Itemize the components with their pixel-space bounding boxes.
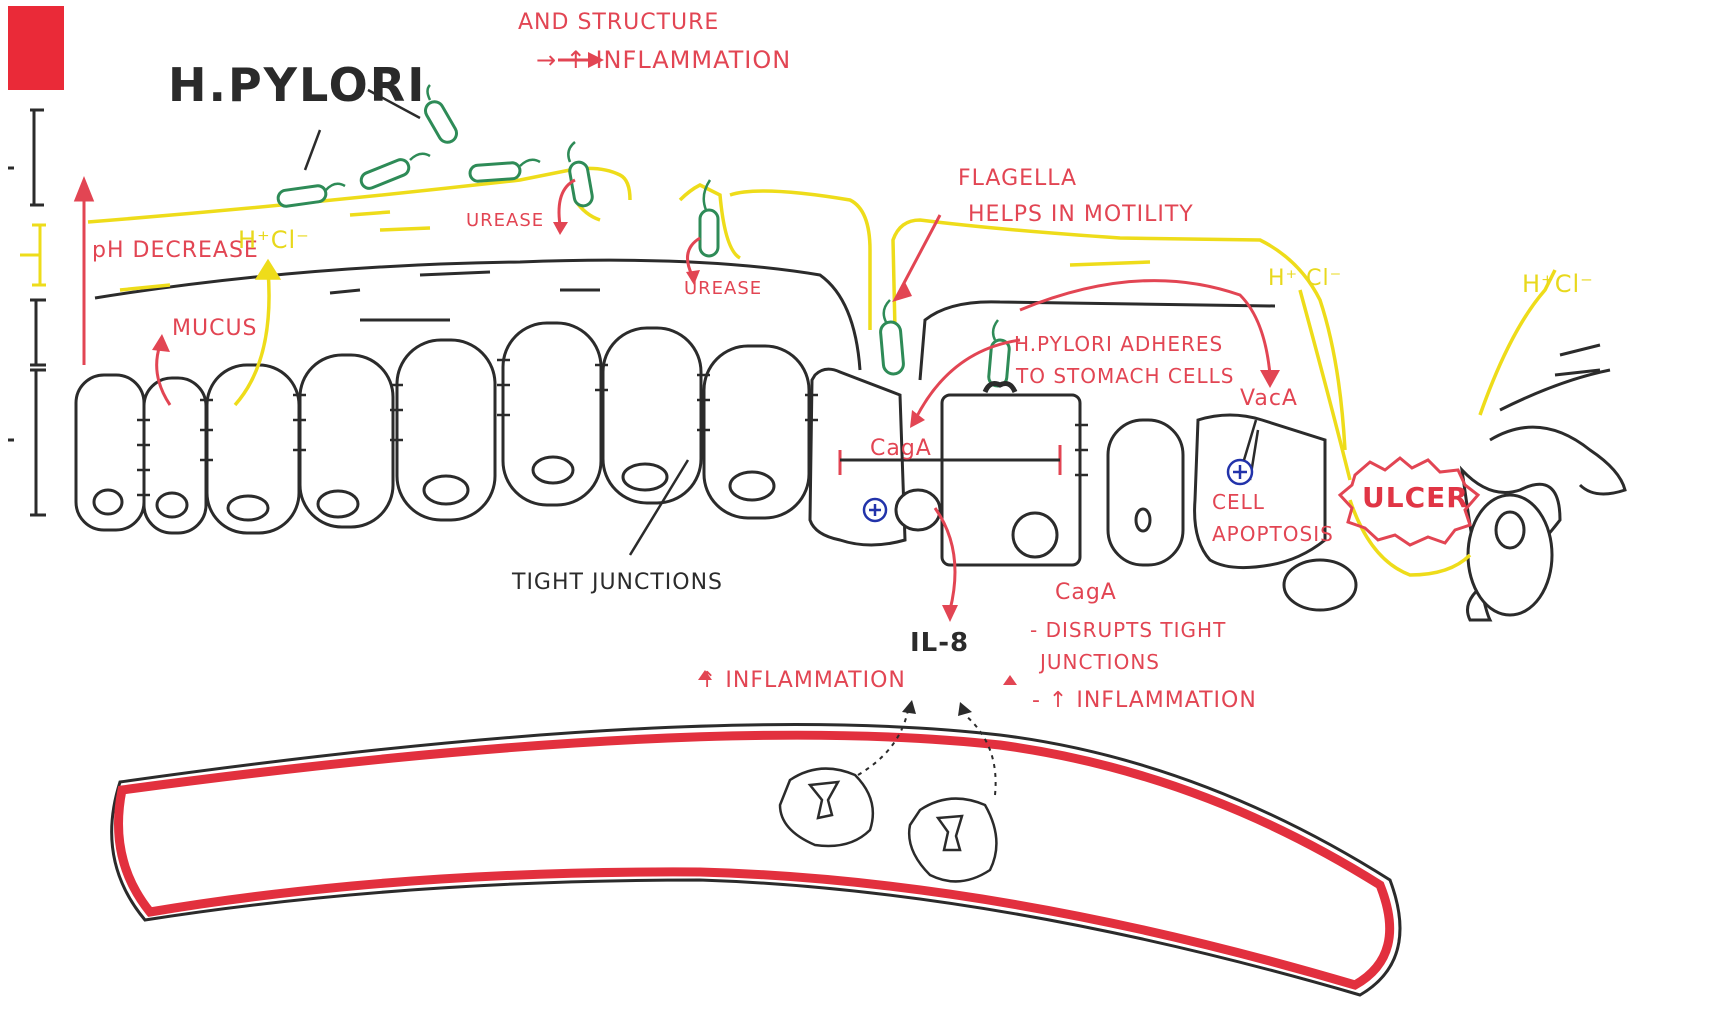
hcl-mid-label: H⁺ Cl⁻ xyxy=(1268,268,1342,290)
urease-label-1: UREASE xyxy=(466,212,544,230)
caga-desc-junctions: JUNCTIONS xyxy=(1040,652,1160,672)
top-inflammation-label: → ↑ INFLAMMATION xyxy=(536,48,791,72)
caga-desc-tight: - DISRUPTS TIGHT xyxy=(1030,620,1226,640)
adhesion-pedestal xyxy=(985,384,1015,392)
caga-desc-inflammation: - ↑ INFLAMMATION xyxy=(1032,690,1257,712)
vaca-label: VacA xyxy=(1240,388,1298,410)
title-h-pylori: H.PYLORI xyxy=(168,62,426,108)
caga-cell-label: CagA xyxy=(870,438,932,460)
flagella-label: FLAGELLA xyxy=(958,168,1077,190)
bacteria-flagella xyxy=(326,85,998,340)
adheres-label-1: H.PYLORI ADHERES xyxy=(1014,334,1223,354)
cell-apoptosis-label-2: APOPTOSIS xyxy=(1212,524,1334,544)
ulcer-label: ULCER xyxy=(1362,484,1469,512)
ph-decrease-label: pH DECREASE xyxy=(92,240,259,262)
flagella-motility-label: HELPS IN MOTILITY xyxy=(968,204,1194,226)
hcl-right-label: H⁺Cl⁻ xyxy=(1522,272,1594,296)
il8-label: IL-8 xyxy=(910,630,969,656)
adheres-label-2: TO STOMACH CELLS xyxy=(1016,366,1235,386)
inflammation-bottom-label: ↑ INFLAMMATION xyxy=(698,670,906,692)
ph-arrow xyxy=(76,180,92,365)
layer-bracket xyxy=(8,110,46,515)
epithelial-cells xyxy=(76,323,1625,620)
caga-desc-title: CagA xyxy=(1055,582,1117,604)
cell-apoptosis-label-1: CELL xyxy=(1212,492,1265,512)
migration-arrowheads xyxy=(902,700,972,716)
tight-junctions-label: TIGHT JUNCTIONS xyxy=(512,572,723,594)
top-structure-label: AND STRUCTURE xyxy=(518,12,719,34)
blood-vessel xyxy=(112,725,1400,995)
mucus-label: MUCUS xyxy=(172,318,258,340)
yellow-bracket xyxy=(20,225,46,285)
hcl-left-label: H⁺Cl⁻ xyxy=(238,228,310,252)
urease-label-2: UREASE xyxy=(684,280,762,298)
